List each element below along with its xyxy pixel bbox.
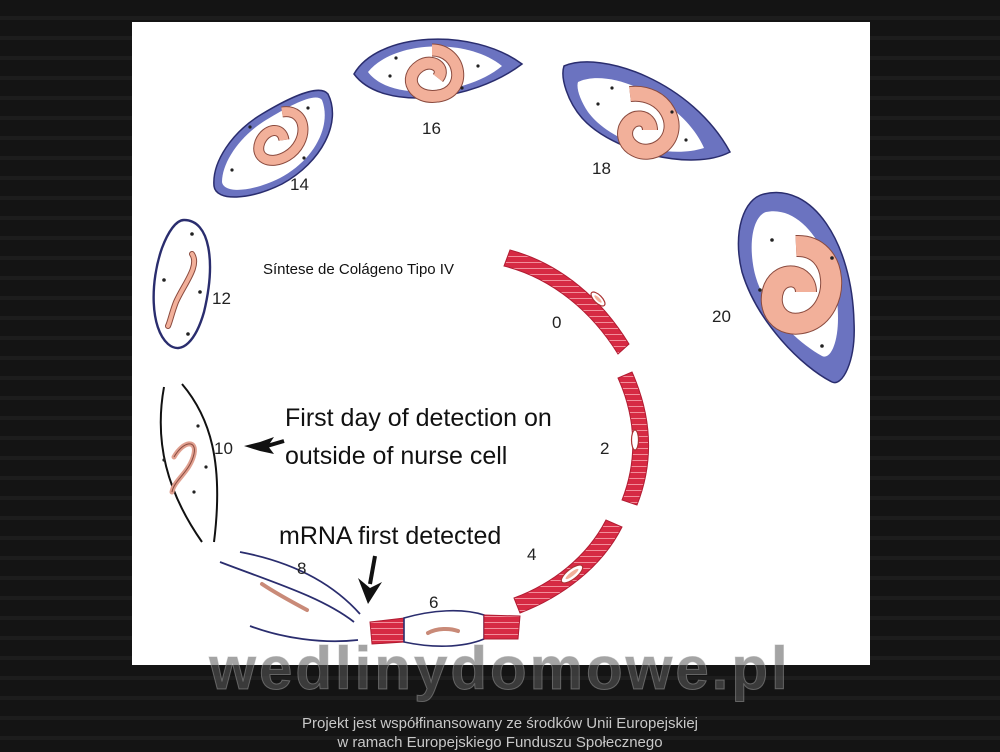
stage-16-nurse-cell bbox=[353, 38, 524, 103]
mrna-annotation: mRNA first detected bbox=[279, 522, 501, 550]
stage-0-muscle-cell bbox=[503, 249, 630, 355]
stage-label-4: 4 bbox=[527, 545, 536, 564]
stage-label-18: 18 bbox=[592, 159, 611, 178]
stage-label-14: 14 bbox=[290, 175, 309, 194]
stage-20-nurse-cell bbox=[737, 191, 855, 384]
slide-panel: Síntese de Colágeno Tipo IV 0 2 4 6 8 bbox=[132, 22, 870, 665]
first-day-annotation-line-1: First day of detection on bbox=[285, 404, 552, 432]
first-day-annotation-line-2: outside of nurse cell bbox=[285, 442, 507, 470]
stage-label-8: 8 bbox=[297, 559, 306, 578]
stage-10-nurse-cell bbox=[159, 383, 219, 543]
footer-line-1: Projekt jest współfinansowany ze środków… bbox=[301, 715, 698, 732]
nurse-cell-cycle-diagram: Síntese de Colágeno Tipo IV 0 2 4 6 8 bbox=[152, 38, 855, 647]
stage-label-2: 2 bbox=[600, 439, 609, 458]
stage-6-muscle-cell bbox=[369, 609, 521, 647]
footer-line-2: w ramach Europejskiego Funduszu Społeczn… bbox=[337, 734, 663, 751]
stage-label-12: 12 bbox=[212, 289, 231, 308]
watermark-text: wedlinydomowe.pl bbox=[209, 635, 791, 703]
stage-label-20: 20 bbox=[712, 307, 731, 326]
stage-label-6: 6 bbox=[429, 593, 438, 612]
stage-label-0: 0 bbox=[552, 313, 561, 332]
arrow-down-icon bbox=[358, 555, 382, 604]
stage-2-muscle-cell bbox=[617, 371, 649, 506]
stage-label-16: 16 bbox=[422, 119, 441, 138]
footer: Projekt jest współfinansowany ze środków… bbox=[0, 714, 1000, 752]
stage-label-10: 10 bbox=[214, 439, 233, 458]
stage-14-nurse-cell bbox=[213, 89, 334, 198]
stage-12-nurse-cell bbox=[152, 218, 212, 350]
diagram-title: Síntese de Colágeno Tipo IV bbox=[263, 261, 454, 278]
arrow-left-icon bbox=[244, 437, 274, 454]
stage-18-nurse-cell bbox=[562, 61, 732, 161]
stage-4-muscle-cell bbox=[513, 519, 623, 614]
stage-8-nurse-cell bbox=[219, 551, 361, 643]
